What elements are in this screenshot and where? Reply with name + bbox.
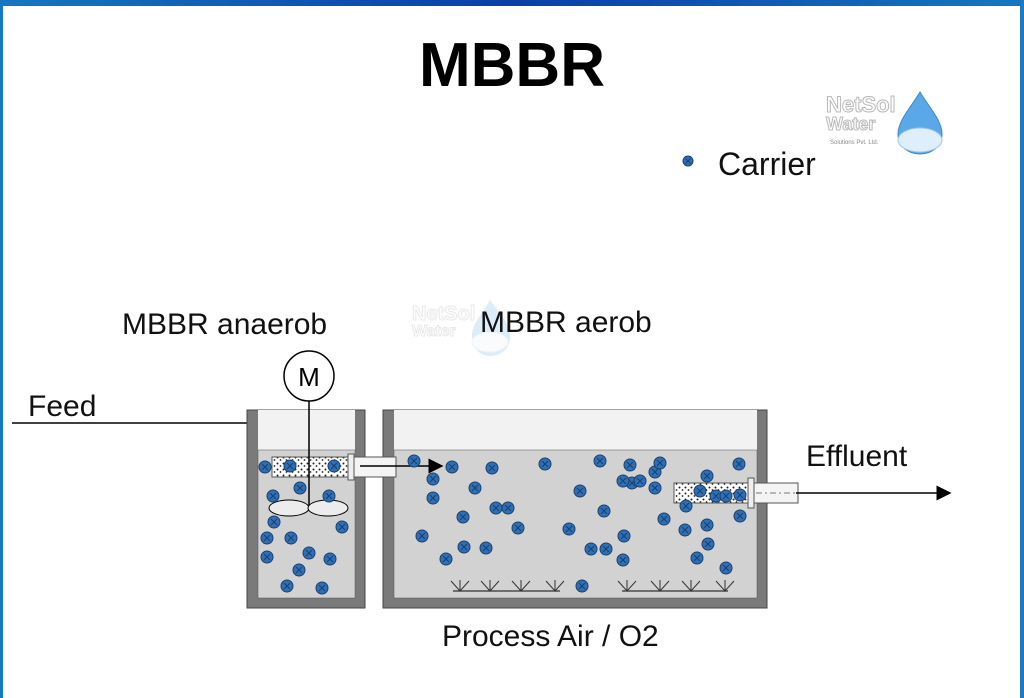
carrier-icon	[653, 456, 667, 470]
carrier-icon	[501, 501, 515, 515]
logo-line3: Solutions Pvt. Ltd.	[830, 140, 879, 146]
carrier-icon	[445, 460, 459, 474]
carrier-icon	[327, 459, 341, 473]
carrier-icon	[258, 460, 272, 474]
carrier-icon	[616, 553, 630, 567]
carrier-icon	[260, 531, 274, 545]
carrier-icon	[597, 504, 611, 518]
label-process-air: Process Air / O2	[442, 620, 659, 653]
transfer-pipe	[353, 456, 397, 478]
label-feed: Feed	[28, 390, 97, 423]
watermark-line2: Water	[412, 323, 456, 340]
carrier-icon	[623, 458, 637, 472]
label-mbbr-anaerob: MBBR anaerob	[122, 308, 328, 341]
carrier-icon	[426, 491, 440, 505]
mixer-blade-left	[268, 499, 310, 517]
netsol-logo: NetSol Water Solutions Pvt. Ltd.	[826, 90, 943, 155]
slide-title: MBBR	[419, 31, 605, 100]
carrier-icon	[489, 501, 503, 515]
carrier-icon	[719, 561, 733, 575]
carrier-icon	[701, 537, 715, 551]
carrier-icon	[633, 474, 647, 488]
carrier-icon	[479, 541, 493, 555]
carrier-icon	[733, 488, 747, 502]
carrier-icon	[690, 551, 704, 565]
carrier-icon	[700, 469, 714, 483]
carrier-icon	[616, 474, 630, 488]
motor-label: M	[298, 362, 320, 392]
netsol-watermark: NetSol Water	[412, 300, 510, 356]
carrier-icon	[415, 529, 429, 543]
carrier-icon	[280, 579, 294, 593]
carrier-icon	[293, 481, 307, 495]
carrier-icon	[719, 489, 733, 503]
carrier-icon	[457, 540, 471, 554]
carrier-icon	[538, 457, 552, 471]
top-border	[0, 0, 1024, 6]
carrier-icon	[732, 457, 746, 471]
carrier-icon	[407, 454, 421, 468]
logo-line2: Water	[826, 114, 875, 134]
label-mbbr-aerob: MBBR aerob	[480, 306, 652, 339]
carrier-icon	[426, 472, 440, 486]
carrier-icon	[573, 484, 587, 498]
logo-line1: NetSol	[826, 92, 896, 117]
carrier-icon	[657, 512, 671, 526]
carrier-icon	[456, 510, 470, 524]
carrier-icon	[575, 579, 589, 593]
label-effluent: Effluent	[806, 440, 908, 473]
carrier-icon	[733, 509, 747, 523]
carrier-icon	[700, 518, 714, 532]
carrier-icon	[562, 522, 576, 536]
left-border	[0, 0, 3, 698]
carrier-icon	[266, 489, 280, 503]
carrier-icon	[593, 454, 607, 468]
carrier-icon	[648, 481, 662, 495]
carrier-icon	[678, 523, 692, 537]
carrier-icon	[267, 515, 281, 529]
carrier-icon	[322, 489, 336, 503]
carrier-icon	[439, 552, 453, 566]
carrier-icon	[283, 459, 297, 473]
carrier-icon	[511, 521, 525, 535]
carrier-icon	[260, 550, 274, 564]
carrier-icon	[693, 484, 707, 498]
watermark-line1: NetSol	[412, 303, 475, 325]
carrier-icon	[679, 499, 693, 513]
carrier-icon	[323, 552, 337, 566]
carrier-icon	[485, 461, 499, 475]
carrier-icon	[617, 529, 631, 543]
carrier-icon	[284, 531, 298, 545]
legend-label: Carrier	[718, 146, 816, 182]
carrier-icon	[584, 542, 598, 556]
carrier-icon	[292, 563, 306, 577]
carrier-icon	[315, 581, 329, 595]
carrier-icon	[468, 481, 482, 495]
carrier-icon	[302, 546, 316, 560]
aerobic-tank	[382, 409, 768, 609]
carrier-icon	[599, 542, 613, 556]
legend-carrier-icon	[682, 155, 694, 167]
carrier-icon	[335, 520, 349, 534]
right-border	[1020, 0, 1024, 698]
